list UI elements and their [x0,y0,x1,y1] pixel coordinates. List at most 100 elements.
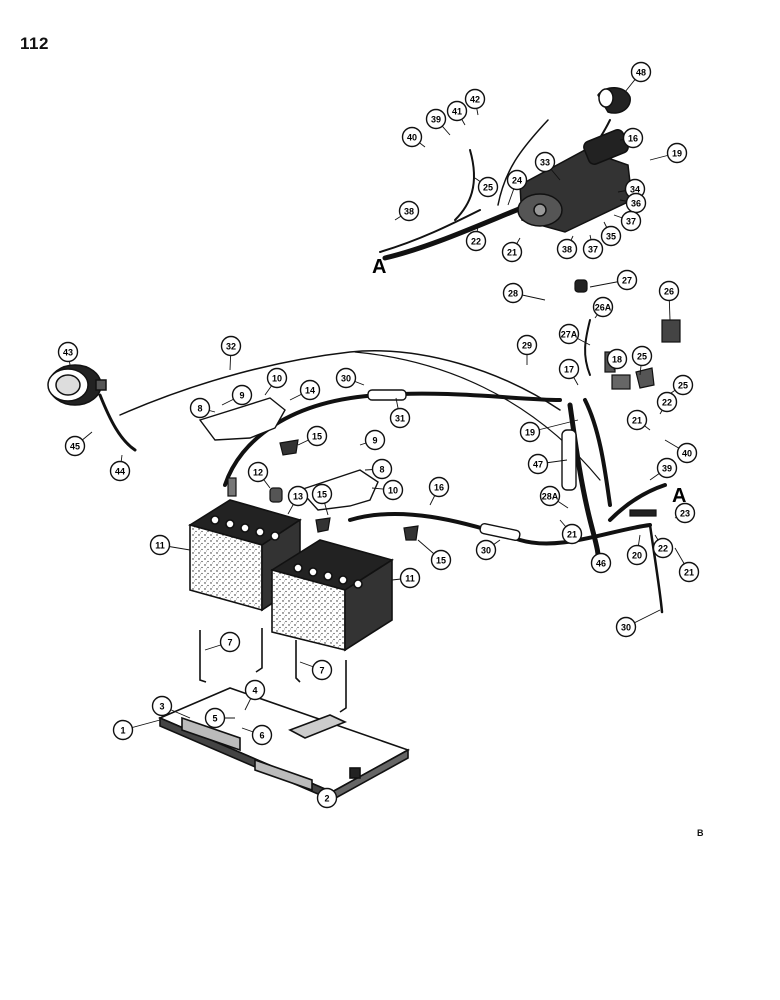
callout-46: 46 [590,552,612,574]
callout-label: 20 [632,551,642,561]
callout-label: 2 [324,794,329,804]
callout-label: 28 [508,289,518,299]
callout-6: 6 [251,724,273,746]
callout-label: 34 [630,185,640,195]
callout-label: 15 [436,556,446,566]
callout-25: 25 [672,374,694,396]
callout-label: 22 [471,237,481,247]
callout-circle [475,539,497,561]
callout-label: 23 [680,509,690,519]
callout-31: 31 [389,407,411,429]
callout-label: 36 [631,199,641,209]
callout-label: 5 [212,714,217,724]
callout-label: 8 [197,404,202,414]
callout-27: 27 [616,269,638,291]
callout-label: 4 [252,686,257,696]
terminal-boot [597,87,631,114]
callout-label: 9 [372,436,377,446]
callout-circle [516,334,538,356]
callout-label: 8 [379,465,384,475]
callout-label: 31 [395,414,405,424]
callout-26a: 26A [592,296,614,318]
callout-label: 22 [658,544,668,554]
callout-21: 21 [561,523,583,545]
callout-42: 42 [464,88,486,110]
battery-tray [157,687,410,802]
callout-circle [674,502,696,524]
callout-label: 25 [637,352,647,362]
callout-25: 25 [477,176,499,198]
callout-circle [465,230,487,252]
callout-circle [622,127,644,149]
callout-label: 15 [312,432,322,442]
callout-label: 22 [662,398,672,408]
callout-label: 7 [319,666,324,676]
callout-44: 44 [109,460,131,482]
callout-circle [561,523,583,545]
callout-circle [382,479,404,501]
page-number: 112 [20,34,49,53]
callout-circle [676,442,698,464]
callout-label: 43 [63,348,73,358]
callout-1: 1 [112,719,134,741]
callout-circle [247,461,269,483]
callout-label: 30 [481,546,491,556]
callout-24: 24 [506,169,528,191]
callout-circle [656,391,678,413]
callout-15: 15 [306,425,328,447]
callout-43: 43 [57,341,79,363]
callout-37: 37 [582,238,604,260]
callout-circle [335,367,357,389]
callout-label: 38 [404,207,414,217]
callout-circle [501,241,523,263]
callout-label: 11 [155,541,165,551]
callout-label: 10 [272,374,282,384]
callout-circle [678,561,700,583]
callout-40: 40 [676,442,698,464]
callout-19: 19 [519,421,541,443]
callout-40: 40 [401,126,423,148]
callout-label: 27 [622,276,632,286]
callout-16: 16 [428,476,450,498]
callout-33: 33 [534,151,556,173]
callout-label: 10 [388,486,398,496]
callout-12: 12 [247,461,269,483]
callout-circle [620,210,642,232]
callout-circle [558,323,580,345]
callout-circle [299,379,321,401]
callout-label: 29 [522,341,532,351]
callout-32: 32 [220,335,242,357]
callout-label: 26 [664,287,674,297]
callout-circle [502,282,524,304]
callout-label: 40 [682,449,692,459]
callout-circle [311,483,333,505]
callout-circle [112,719,134,741]
cable-sleeves [367,389,577,542]
callout-circle [630,61,652,83]
callout-39: 39 [425,108,447,130]
callout-37: 37 [620,210,642,232]
callout-label: 48 [636,68,646,78]
callout-8: 8 [371,458,393,480]
callout-circle [539,485,561,507]
callout-25: 25 [631,345,653,367]
callout-circle [626,409,648,431]
callout-21: 21 [501,241,523,263]
callout-circle [219,631,241,653]
callout-48: 48 [630,61,652,83]
callout-circle [600,225,622,247]
callout-21: 21 [626,409,648,431]
callout-circle [149,534,171,556]
callout-circle [672,374,694,396]
callout-circle [398,200,420,222]
callout-label: 28A [542,492,559,502]
callout-8: 8 [189,397,211,419]
callout-label: 17 [564,365,574,375]
callout-38: 38 [398,200,420,222]
callout-circle [389,407,411,429]
callout-circle [558,358,580,380]
callout-label: 24 [512,176,522,186]
callout-circle [428,476,450,498]
callout-28: 28 [502,282,524,304]
callout-10: 10 [382,479,404,501]
